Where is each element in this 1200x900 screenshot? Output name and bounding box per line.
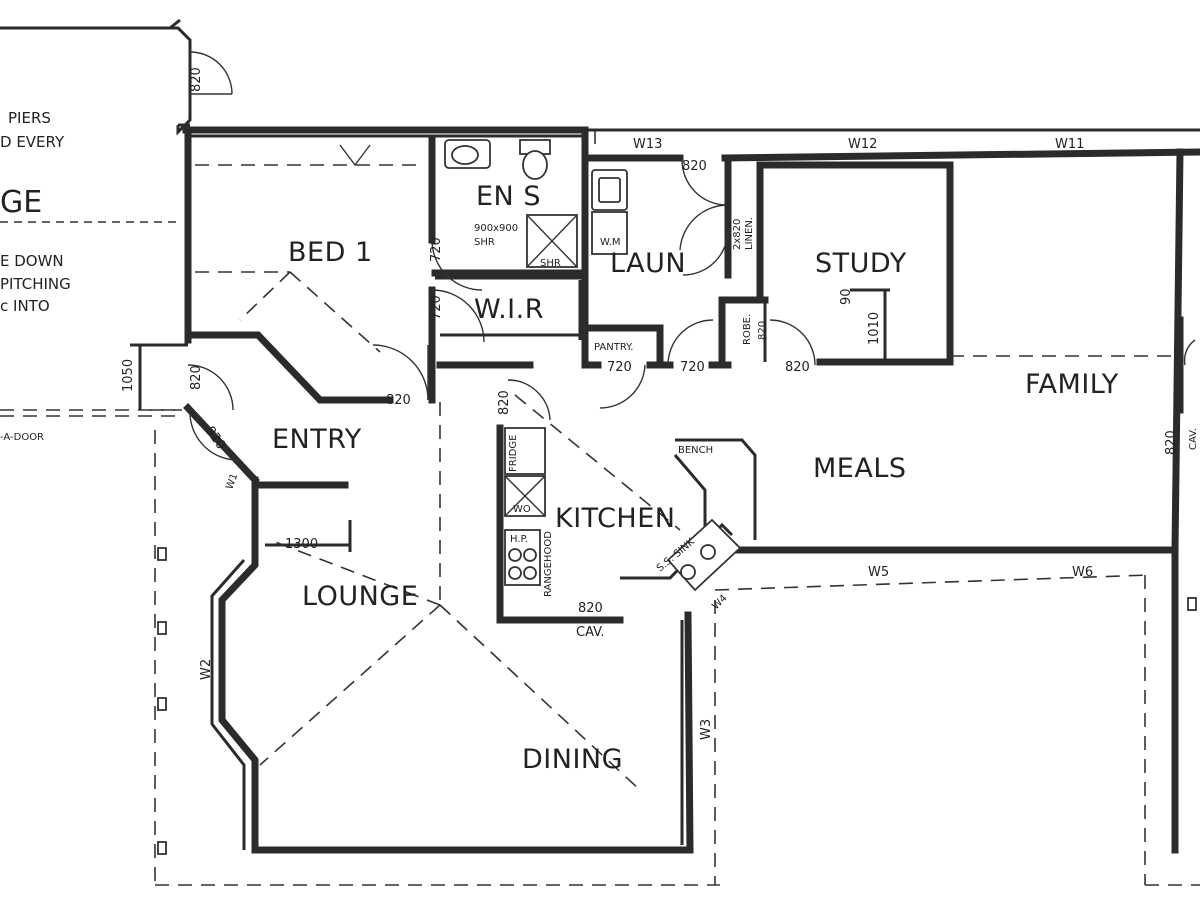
label-robe: ROBE. — [742, 314, 753, 345]
label-washing-machine: W.M — [600, 237, 621, 248]
label-shower-box: SHR — [540, 258, 561, 269]
window-w4: W4 — [710, 593, 729, 612]
door-swings — [187, 144, 1196, 461]
external-walls — [182, 126, 1200, 854]
garage-note-pitching: PITCHING — [0, 275, 71, 293]
label-fridge: FRIDGE — [508, 435, 519, 472]
dim-820-garage: 820 — [189, 67, 204, 92]
room-bed-1: BED 1 — [288, 237, 373, 268]
window-w5: W5 — [868, 565, 889, 580]
dim-820-kitchen: 820 — [578, 601, 603, 616]
laundry-fixtures — [591, 169, 628, 255]
label-bench: BENCH — [678, 445, 713, 456]
dim-90: 90 — [839, 288, 854, 305]
label-shower-size: 900x900 — [474, 223, 518, 234]
dim-cav-kitchen: CAV. — [576, 625, 605, 640]
room-pantry: PANTRY. — [594, 342, 633, 353]
label-linen: LINEN. — [744, 217, 755, 250]
dim-820-family: 820 — [1164, 430, 1179, 455]
window-w12: W12 — [848, 137, 877, 152]
dimension-lines — [130, 288, 890, 552]
window-w13: W13 — [633, 137, 662, 152]
garage-note-into: c INTO — [0, 297, 50, 315]
room-lounge: LOUNGE — [302, 581, 418, 612]
internal-walls — [184, 136, 1184, 624]
garage-door-label: -A-DOOR — [0, 432, 44, 443]
dim-820-robe: 820 — [757, 321, 768, 340]
room-kitchen: KITCHEN — [555, 503, 676, 534]
label-linen-width: 2x820 — [732, 219, 743, 250]
room-wir: W.I.R — [474, 294, 544, 325]
label-rangehood: RANGEHOOD — [543, 531, 554, 597]
label-hotplate: H.P. — [510, 534, 528, 545]
dim-820-entry: 820 — [189, 365, 204, 390]
dim-720-ensuite: 720 — [429, 237, 444, 262]
garage-note-every: D EVERY — [0, 133, 65, 151]
dim-820-wir-door: 820 — [497, 390, 512, 415]
label-wall-oven: WO — [513, 504, 531, 515]
garage-label: GE — [0, 185, 42, 220]
dim-820-study: 820 — [785, 360, 810, 375]
dim-1050: 1050 — [121, 359, 136, 392]
kitchen-fixtures — [504, 427, 757, 592]
room-entry: ENTRY — [272, 424, 362, 455]
garage-note-piers: PIERS — [8, 109, 51, 127]
dim-cav-family: CAV. — [1188, 428, 1199, 450]
dim-820-bed: 820 — [386, 393, 411, 408]
dim-1010: 1010 — [867, 312, 882, 345]
dim-1300: 1300 — [285, 537, 318, 552]
pier-marks — [157, 547, 1197, 855]
dim-720-pantry: 720 — [607, 360, 632, 375]
window-w1: W1 — [224, 472, 240, 491]
dim-720-wir: 720 — [429, 295, 444, 320]
room-laundry: LAUN — [610, 248, 686, 279]
label-shower: SHR — [474, 237, 495, 248]
dim-820-laundry: 820 — [682, 159, 707, 174]
window-w6: W6 — [1072, 565, 1093, 580]
room-dining: DINING — [522, 744, 623, 775]
dim-720-hall: 720 — [680, 360, 705, 375]
window-w11: W11 — [1055, 137, 1084, 152]
room-meals: MEALS — [813, 453, 907, 484]
ensuite-fixtures — [444, 139, 578, 268]
window-w2: W2 — [199, 659, 214, 680]
window-w3: W3 — [699, 719, 714, 740]
room-family: FAMILY — [1025, 369, 1119, 400]
room-study: STUDY — [815, 248, 907, 279]
room-ensuite: EN S — [476, 181, 541, 212]
dashed-lines — [150, 130, 1200, 890]
garage-note-down: E DOWN — [0, 252, 64, 270]
